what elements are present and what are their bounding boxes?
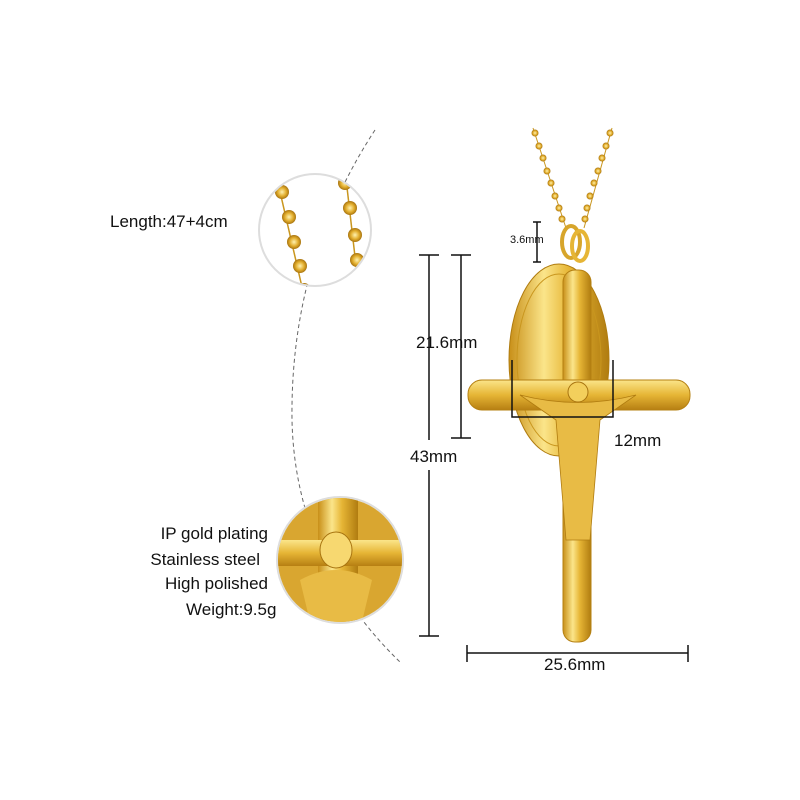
plating-spec: IP gold plating [160,524,268,543]
total-height-dimension: 43mm [410,447,458,466]
weight-spec: Weight:9.5g [186,600,277,619]
crucifix-pendant [467,224,691,643]
material-spec: Stainless steel [150,550,260,569]
length-spec: Length:47+4cm [110,212,228,231]
bail-dimension: 3.6mm [510,234,544,246]
chain-detail-circle [258,173,372,287]
finish-spec: High polished [164,574,268,593]
total-width-dimension: 25.6mm [544,655,606,674]
medal-height-dimension: 21.6mm [416,333,478,352]
figure-width-dimension: 12mm [614,431,662,450]
crucifix-detail-circle [276,496,404,624]
dimension-lines [419,221,689,662]
pendant-chain [531,127,614,229]
